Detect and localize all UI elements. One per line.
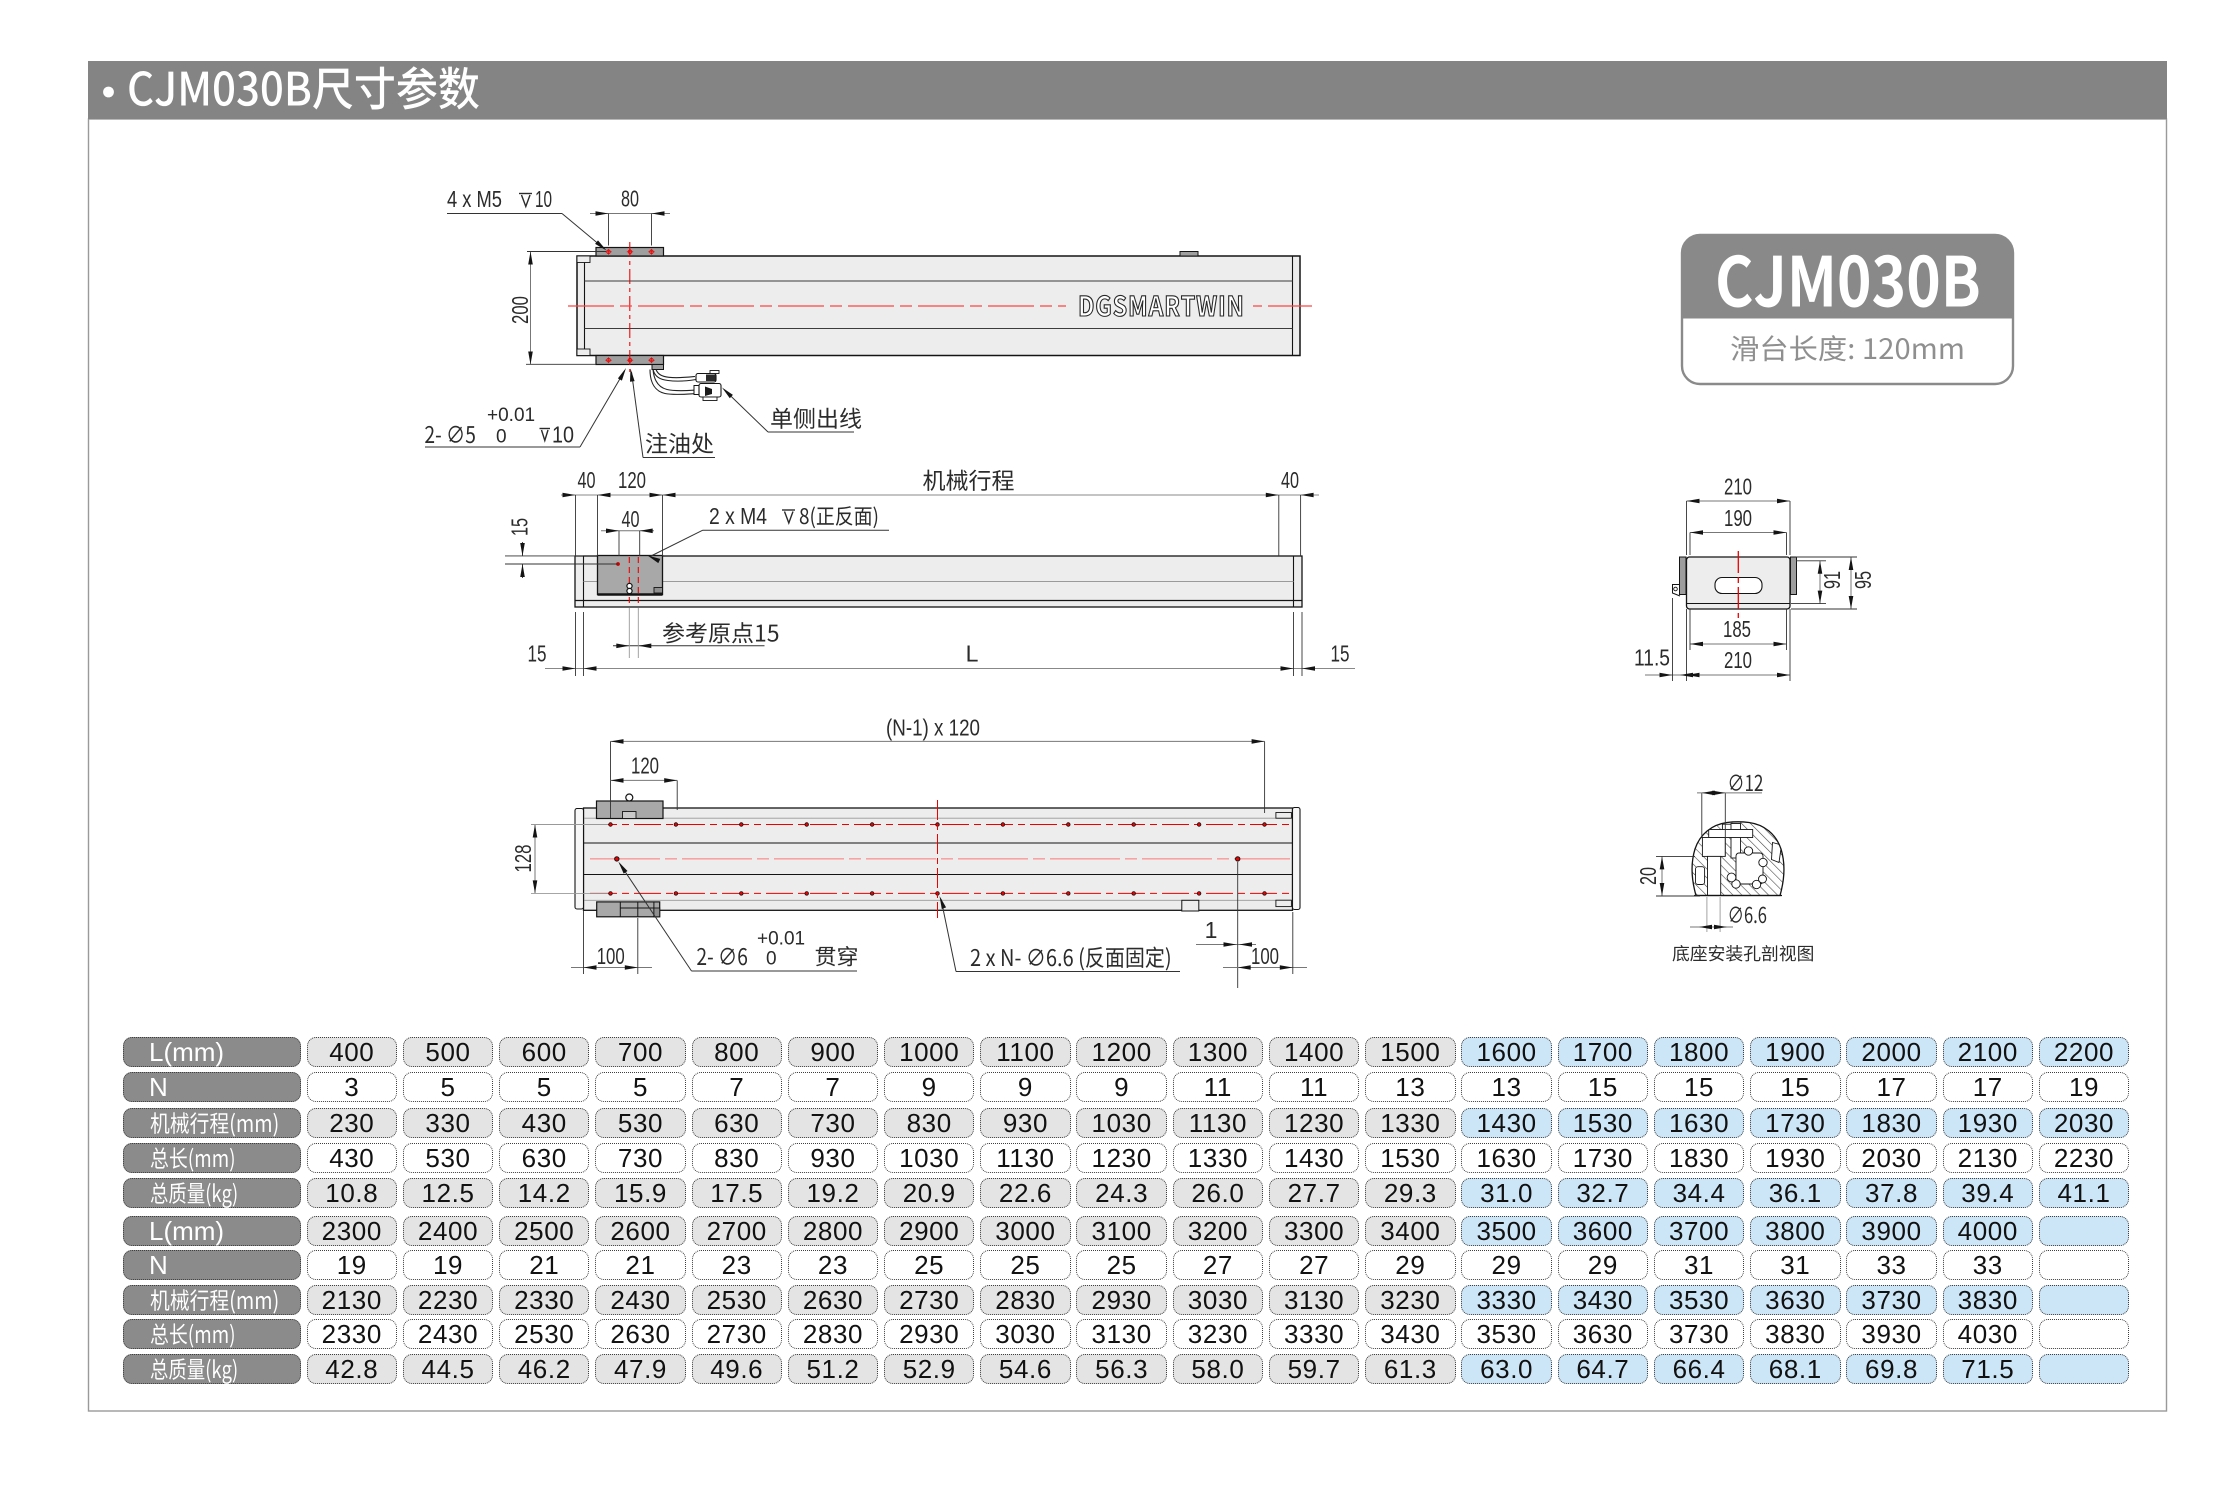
- svg-text:1: 1: [1205, 917, 1218, 943]
- svg-text:10: 10: [535, 186, 552, 212]
- svg-text:80: 80: [621, 186, 639, 212]
- svg-text:+0.01: +0.01: [757, 929, 805, 950]
- svg-text:2 x M4: 2 x M4: [709, 503, 767, 529]
- svg-text:190: 190: [1724, 505, 1752, 531]
- svg-text:0: 0: [766, 949, 777, 970]
- svg-text:10: 10: [552, 422, 574, 448]
- svg-text:15: 15: [528, 641, 547, 667]
- svg-text:+0.01: +0.01: [487, 405, 535, 426]
- svg-text:100: 100: [1251, 943, 1279, 969]
- svg-text:185: 185: [1723, 616, 1751, 642]
- svg-text:128: 128: [510, 845, 536, 873]
- svg-text:100: 100: [597, 943, 625, 969]
- svg-text:40: 40: [1281, 467, 1299, 493]
- svg-text:0: 0: [496, 427, 507, 448]
- svg-text:(N-1) x 120: (N-1) x 120: [886, 715, 980, 741]
- svg-text:210: 210: [1724, 474, 1752, 500]
- svg-text:120: 120: [618, 467, 646, 493]
- svg-text:200: 200: [507, 296, 533, 324]
- svg-text:40: 40: [622, 506, 640, 532]
- svg-text:120: 120: [631, 753, 659, 779]
- svg-text:L: L: [966, 641, 979, 667]
- svg-text:15: 15: [507, 518, 533, 536]
- svg-text:20: 20: [1635, 867, 1661, 885]
- svg-text:15: 15: [1331, 641, 1350, 667]
- svg-text:95: 95: [1850, 571, 1876, 589]
- svg-text:210: 210: [1724, 647, 1752, 673]
- svg-text:91: 91: [1819, 571, 1845, 589]
- svg-text:40: 40: [578, 467, 596, 493]
- svg-text:4 x M5: 4 x M5: [447, 186, 502, 212]
- svg-text:11.5: 11.5: [1634, 645, 1670, 671]
